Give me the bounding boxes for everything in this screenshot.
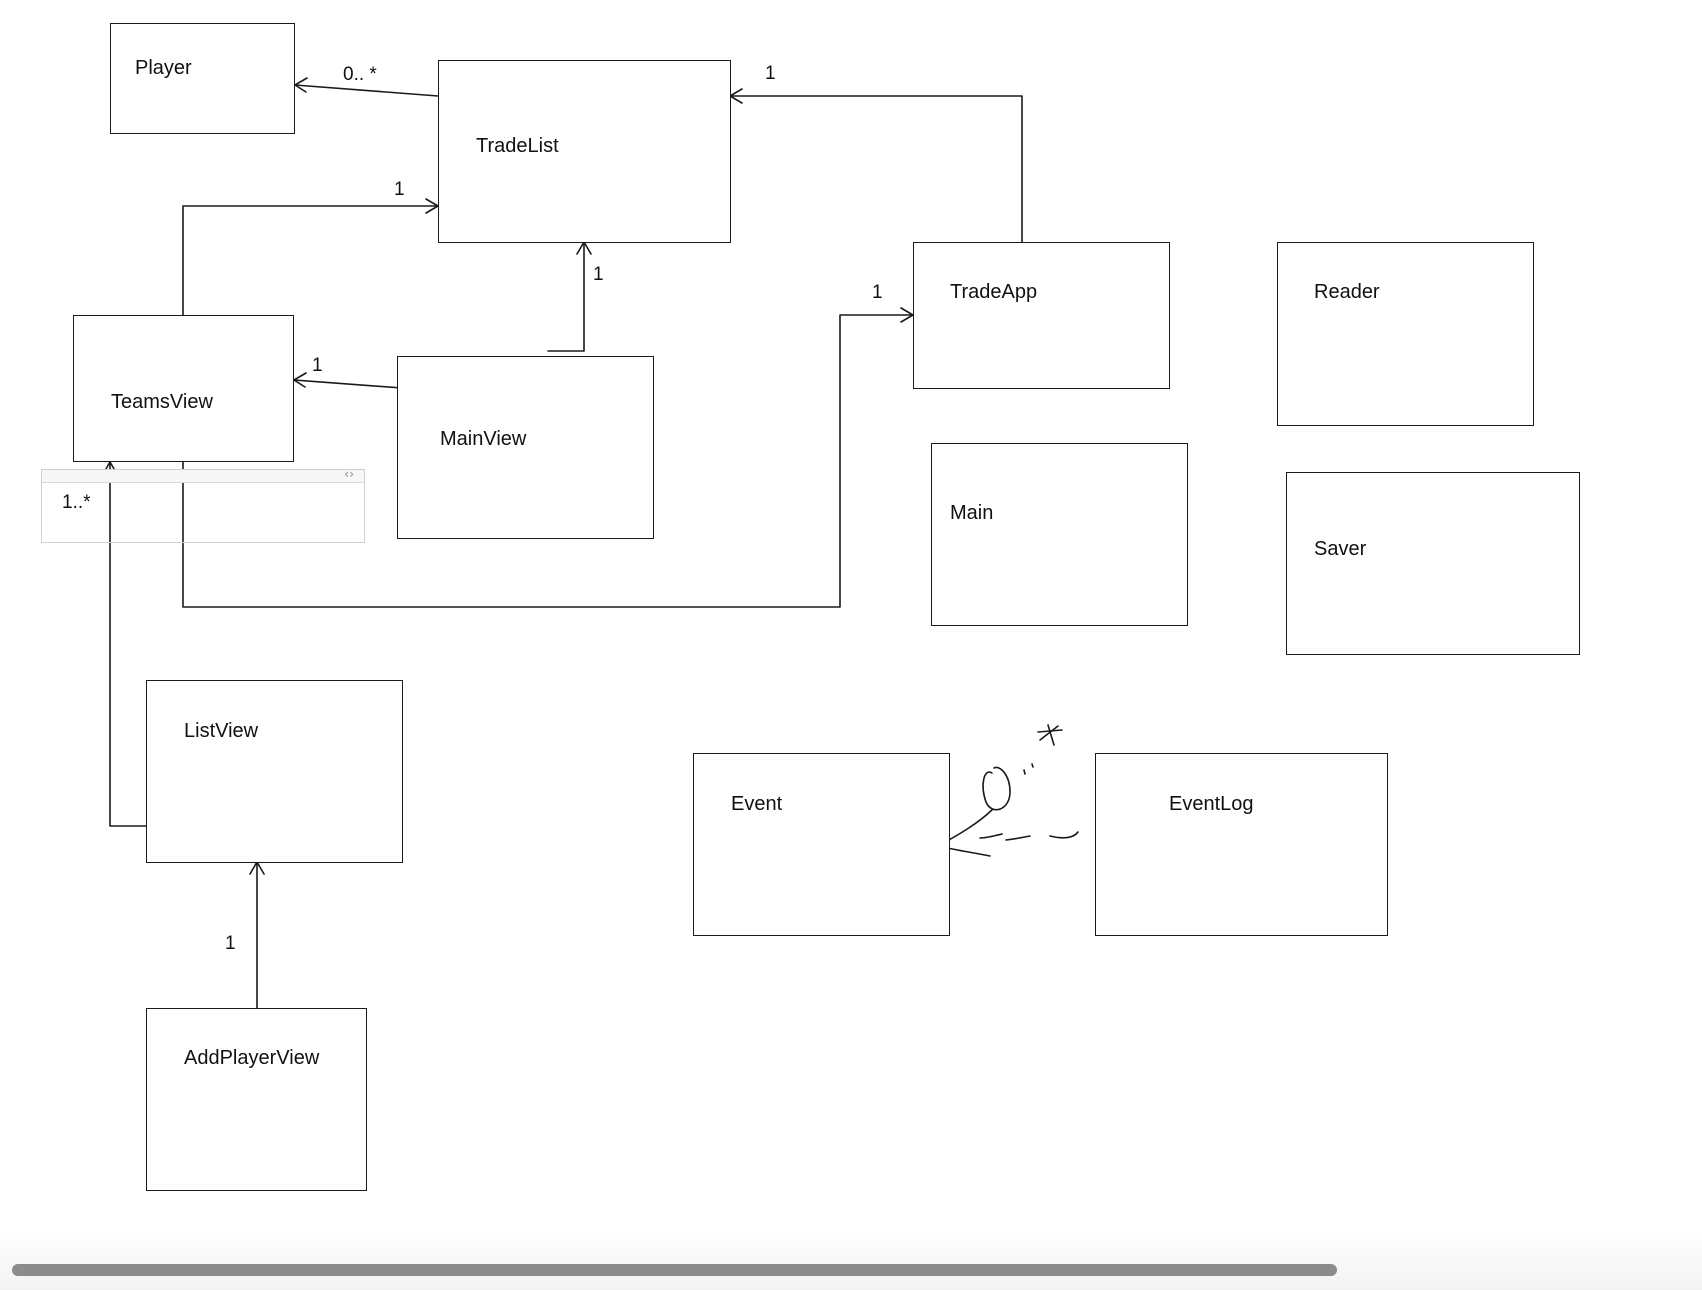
class-box-reader[interactable]: Reader [1277,242,1534,426]
multiplicity-tradeapp-tradelist: 1 [765,63,776,84]
multiplicity-mainview-teamsview: 1 [312,355,323,376]
class-box-tradeapp[interactable]: TradeApp [913,242,1170,389]
class-box-event[interactable]: Event [693,753,950,936]
class-name-listview: ListView [184,720,259,742]
multiplicity-teamsview-tradelist: 1 [394,179,405,200]
text-frame-handle-bar[interactable] [42,470,364,483]
class-name-addplayerview: AddPlayerView [184,1047,320,1069]
edge-mainview-tradelist[interactable] [547,241,592,352]
horizontal-scrollbar-track[interactable] [0,1228,1702,1290]
multiplicity-tradelist-player: 0.. * [343,64,377,85]
class-name-eventlog: EventLog [1169,793,1254,815]
edge-mainview-teamsview[interactable] [293,372,403,389]
class-box-eventlog[interactable]: EventLog [1095,753,1388,936]
handwritten-multiplicity-mark [982,724,1063,811]
class-box-listview[interactable]: ListView [146,680,403,863]
class-name-tradelist: TradeList [476,135,559,157]
class-box-addplayerview[interactable]: AddPlayerView [146,1008,367,1191]
class-name-player: Player [135,57,192,79]
class-name-saver: Saver [1314,538,1367,560]
class-name-mainview: MainView [440,428,527,450]
class-box-player[interactable]: Player [110,23,295,134]
class-box-mainview[interactable]: MainView [397,356,654,539]
class-box-teamsview[interactable]: TeamsView [73,315,294,462]
class-name-main: Main [950,502,994,524]
multiplicity-mainview-tradelist: 1 [593,264,604,285]
resize-handle-icon[interactable]: ‹› [344,467,354,481]
class-box-saver[interactable]: Saver [1286,472,1580,655]
class-box-main[interactable]: Main [931,443,1188,626]
class-name-teamsview: TeamsView [111,391,213,413]
edge-tradeapp-tradelist[interactable] [729,88,1023,243]
multiplicity-addplayerview-listview: 1 [225,933,236,954]
edge-eventlog-event-handdrawn[interactable] [937,809,1079,857]
horizontal-scrollbar-thumb[interactable] [12,1264,1337,1276]
class-name-reader: Reader [1314,281,1380,303]
class-name-event: Event [731,793,783,815]
multiplicity-listview-teamsview: 1..* [62,492,91,513]
edge-tradelist-player[interactable] [294,77,439,97]
edge-addplayerview-listview[interactable] [249,861,265,1009]
selected-text-frame[interactable]: ‹› 1..* [41,467,365,543]
multiplicity-teamsview-tradeapp: 1 [872,282,883,303]
class-box-tradelist[interactable]: TradeList [438,60,731,243]
edge-teamsview-tradelist[interactable] [182,198,439,316]
class-name-tradeapp: TradeApp [950,281,1038,303]
